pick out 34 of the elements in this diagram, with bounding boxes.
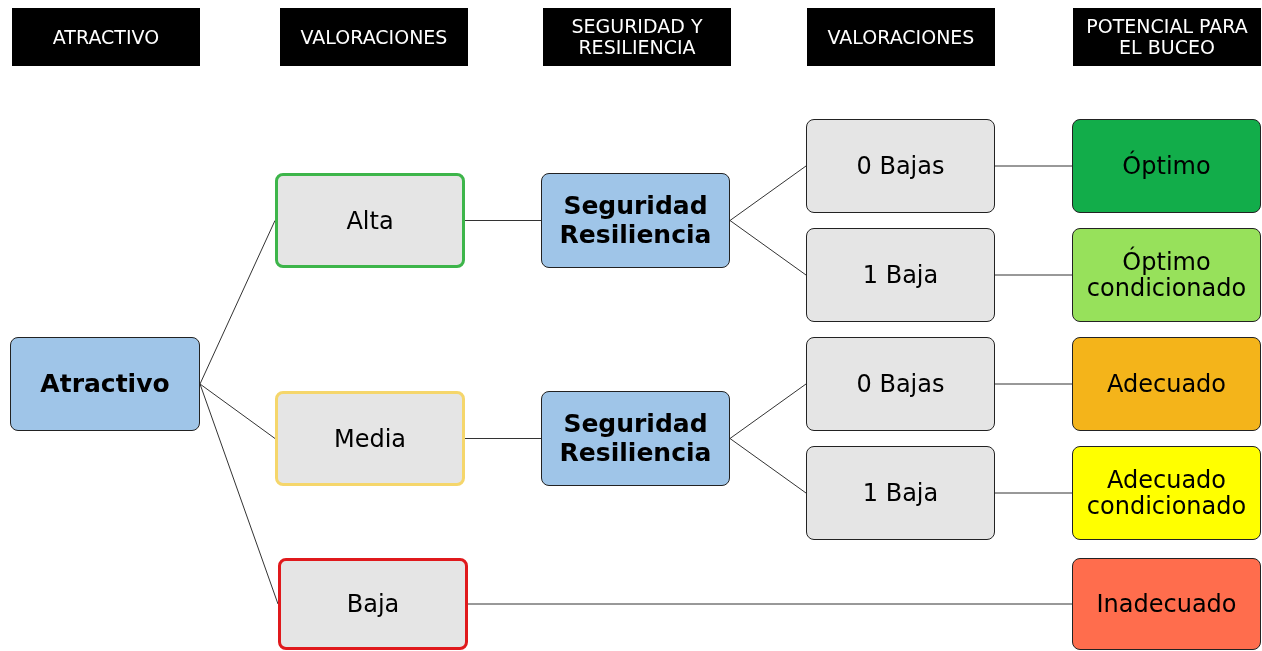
connector-line xyxy=(729,383,807,439)
result-box: Óptimo condicionado xyxy=(1072,228,1261,322)
result-box: Adecuado condicionado xyxy=(1072,446,1261,540)
result-box: Óptimo xyxy=(1072,119,1261,213)
rating-box: 1 Baja xyxy=(806,228,995,322)
connector-line xyxy=(464,438,542,439)
connector-line xyxy=(464,220,542,221)
connector-line xyxy=(994,492,1073,494)
column-header: SEGURIDAD Y RESILIENCIA xyxy=(543,8,731,66)
criterion-box: Atractivo xyxy=(10,337,200,431)
connector-line xyxy=(729,165,807,221)
connector-line xyxy=(729,220,807,276)
connector-line xyxy=(199,383,279,605)
rating-box: Alta xyxy=(275,173,465,268)
result-box: Inadecuado xyxy=(1072,558,1261,650)
column-header: ATRACTIVO xyxy=(12,8,200,66)
result-box: Adecuado xyxy=(1072,337,1261,431)
column-header: VALORACIONES xyxy=(280,8,468,66)
column-header: POTENCIAL PARA EL BUCEO xyxy=(1073,8,1261,66)
connector-line xyxy=(729,438,807,494)
connector-line xyxy=(199,383,276,439)
criterion-box: Seguridad Resiliencia xyxy=(541,391,730,486)
rating-box: Baja xyxy=(278,558,468,650)
column-header: VALORACIONES xyxy=(807,8,995,66)
rating-box: 1 Baja xyxy=(806,446,995,540)
connector-line xyxy=(994,274,1073,276)
connector-line xyxy=(994,383,1073,385)
rating-box: 0 Bajas xyxy=(806,337,995,431)
connector-line xyxy=(994,165,1073,167)
rating-box: Media xyxy=(275,391,465,486)
connector-line xyxy=(199,220,276,385)
rating-box: 0 Bajas xyxy=(806,119,995,213)
connector-line xyxy=(467,603,1073,605)
criterion-box: Seguridad Resiliencia xyxy=(541,173,730,268)
